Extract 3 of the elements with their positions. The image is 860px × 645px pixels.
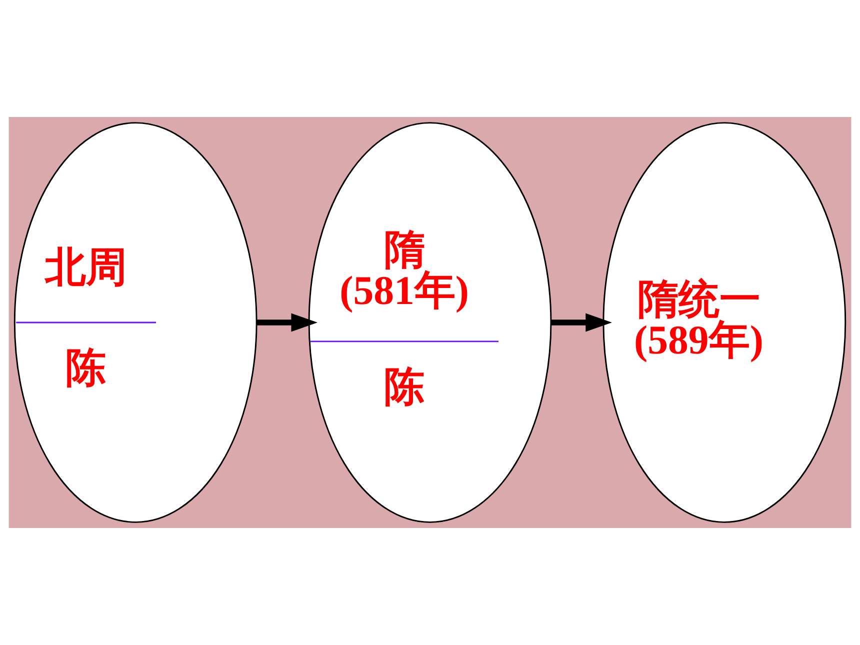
- arrow: [551, 313, 612, 332]
- arrow: [256, 313, 318, 332]
- node-ellipse: 隋统一(589年): [602, 122, 846, 523]
